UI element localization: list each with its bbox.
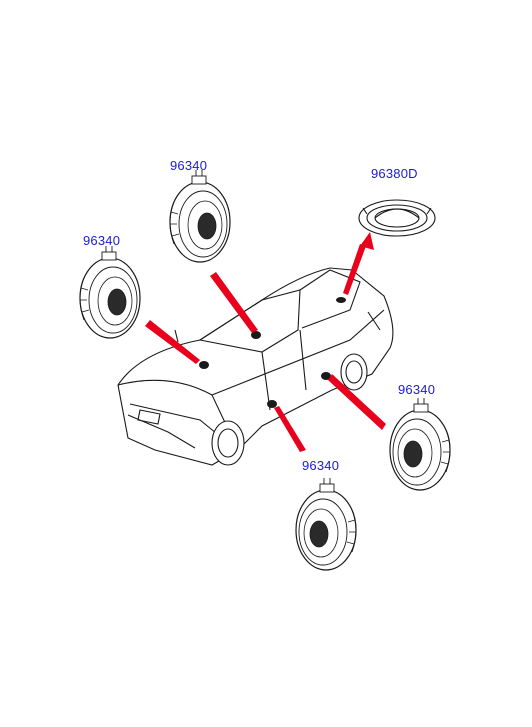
speaker-location-markers: [199, 297, 346, 408]
part-number-label-rear-right[interactable]: 96340: [398, 382, 436, 397]
part-number-label-front-left[interactable]: 96340: [83, 233, 121, 248]
tweeter-icon[interactable]: [358, 199, 436, 237]
pointer-rear-right: [328, 374, 386, 430]
part-number-label-rear-shelf[interactable]: 96380D: [371, 166, 418, 181]
part-number-label-front-upper[interactable]: 96340: [170, 158, 208, 173]
speaker-icon-lower[interactable]: [295, 477, 357, 571]
pointer-front-upper: [210, 272, 258, 333]
pointer-rear-shelf: [343, 244, 366, 295]
speaker-icon-left[interactable]: [79, 245, 141, 339]
pointer-front-lower: [274, 406, 306, 452]
speaker-icon-right[interactable]: [389, 397, 451, 491]
sedan-outline-icon: [117, 267, 394, 466]
callout-pointers: [145, 232, 386, 452]
part-number-label-front-lower[interactable]: 96340: [302, 458, 340, 473]
pointer-front-left: [145, 320, 200, 364]
speaker-icon-upper[interactable]: [169, 169, 231, 263]
